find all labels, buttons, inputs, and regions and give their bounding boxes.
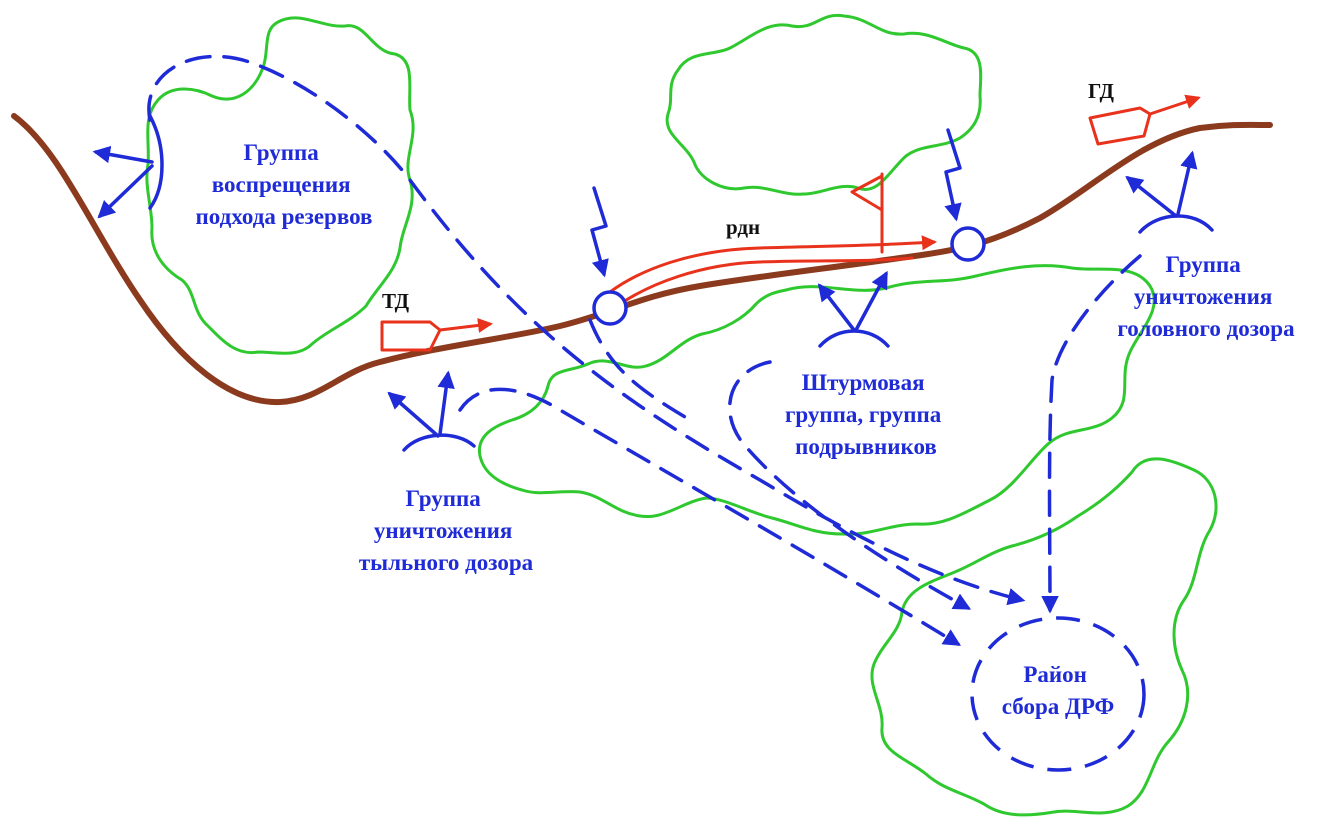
ambush-group-symbol-rear bbox=[387, 370, 476, 452]
labels: Группа воспрещения подхода резервов Штур… bbox=[196, 79, 1296, 719]
route-from-reserve-group bbox=[147, 54, 1026, 606]
road bbox=[11, 113, 1273, 406]
ambush-group-symbol-head bbox=[1125, 150, 1214, 234]
mine-symbol-1 bbox=[590, 186, 628, 326]
ambush-group-symbol-assault bbox=[817, 270, 890, 348]
label-assault-group: Штурмовая группа, группа подрывников bbox=[785, 370, 947, 459]
vehicle-symbol-rear-patrol bbox=[380, 317, 493, 352]
label-assembly-area: Район сбора ДРФ bbox=[1002, 662, 1114, 719]
forest-top-left bbox=[145, 16, 415, 355]
column-route-arrow bbox=[608, 235, 937, 294]
label-reserve-denial-group: Группа воспрещения подхода резервов bbox=[196, 140, 373, 229]
label-rear-patrol-group: Группа уничтожения тыльного дозора bbox=[359, 486, 534, 575]
vehicle-symbol-head-patrol bbox=[1088, 94, 1201, 146]
forest-center bbox=[477, 264, 1156, 536]
mine-symbol-2 bbox=[944, 128, 986, 262]
assembly-area-outline bbox=[970, 616, 1146, 772]
withdrawal-routes bbox=[147, 54, 1146, 772]
label-head-patrol-group: Группа уничтожения головного дозора bbox=[1117, 252, 1295, 341]
forests bbox=[145, 13, 1218, 817]
enemy-elements bbox=[380, 94, 1201, 352]
forest-top-center bbox=[665, 13, 983, 196]
forest-bottom-right bbox=[870, 457, 1218, 817]
label-column: рдн bbox=[726, 215, 760, 239]
route-from-head-group bbox=[1041, 254, 1142, 614]
flag-symbol bbox=[850, 172, 884, 254]
ambush-group-symbol-reserve bbox=[92, 114, 164, 219]
route-from-mine-1 bbox=[588, 318, 692, 422]
label-head-patrol: ГД bbox=[1088, 79, 1115, 103]
column-route-arrow-inner bbox=[618, 256, 914, 306]
route-from-rear-group bbox=[458, 387, 961, 646]
route-from-assault-group bbox=[727, 360, 972, 610]
label-rear-patrol: ТД bbox=[382, 289, 410, 313]
